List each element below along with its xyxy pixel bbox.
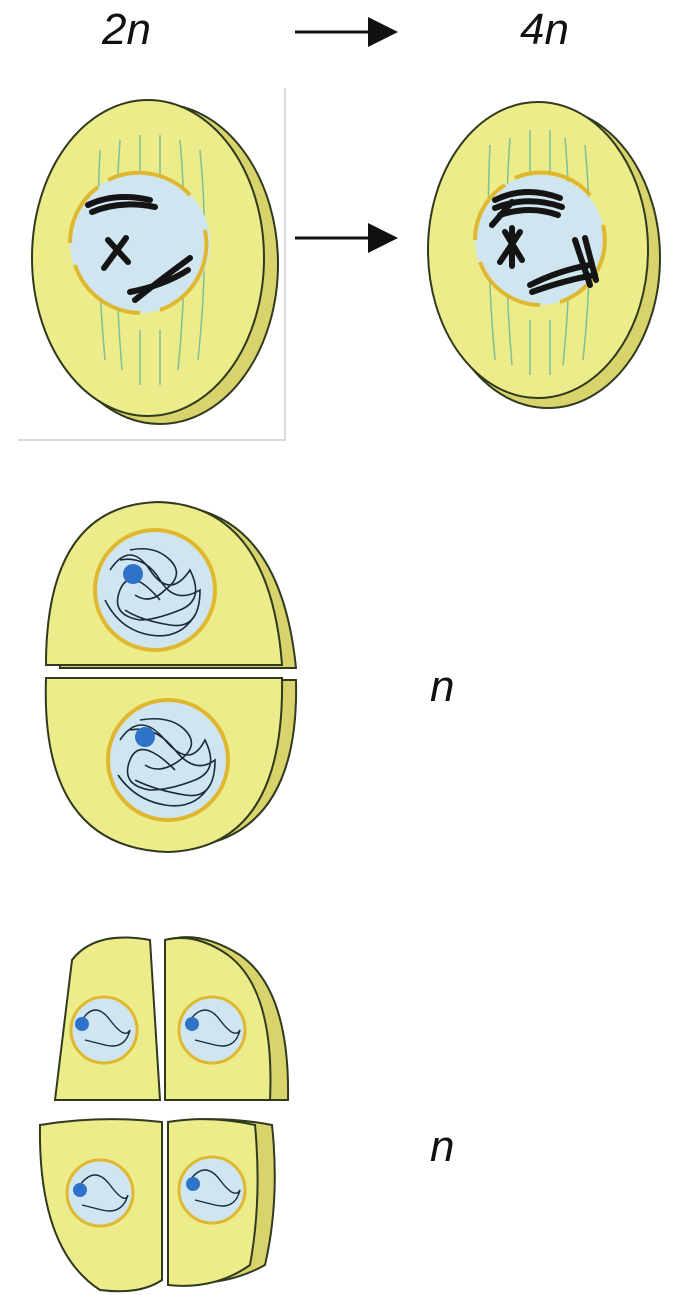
dyad	[46, 502, 296, 852]
dyad-cell-top	[46, 502, 282, 665]
tetrad-cell-top-left	[55, 938, 160, 1101]
cell-2n	[32, 100, 278, 424]
tetrad-cell-top-right	[165, 937, 288, 1100]
cell-4n	[428, 102, 660, 408]
tetrad-cell-bottom-left	[40, 1119, 162, 1291]
tetrad	[40, 937, 288, 1291]
tetrad-cell-bottom-right	[168, 1119, 275, 1286]
